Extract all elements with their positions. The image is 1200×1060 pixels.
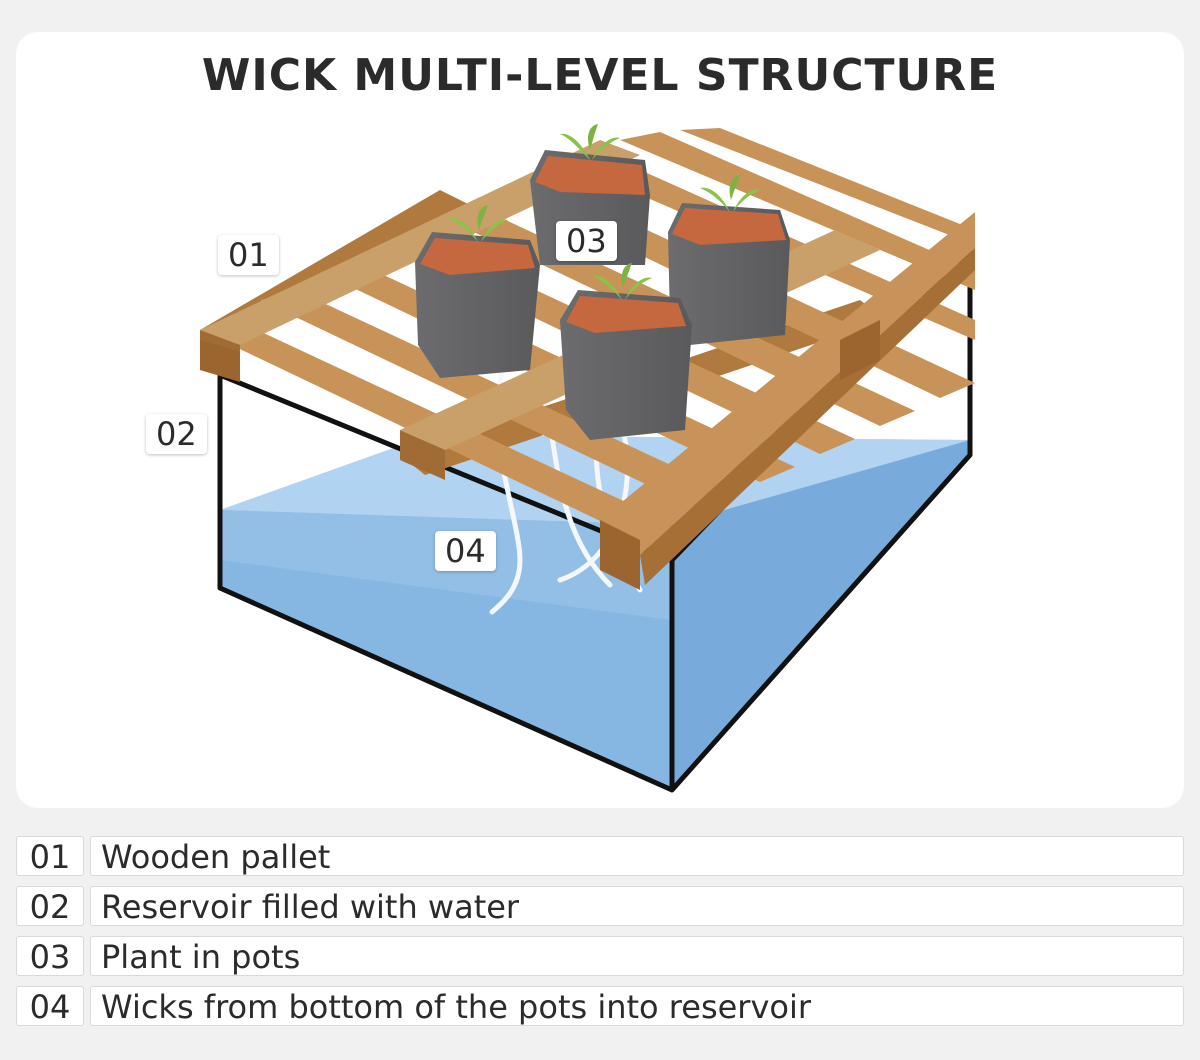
pot-front	[560, 263, 692, 440]
legend-description: Wooden pallet	[90, 836, 1184, 876]
legend-number: 03	[16, 936, 84, 976]
legend-description: Reservoir filled with water	[90, 886, 1184, 926]
plant-pots	[415, 124, 790, 440]
legend-item: 03 Plant in pots	[16, 936, 1184, 978]
legend-item: 02 Reservoir filled with water	[16, 886, 1184, 928]
legend-item: 04 Wicks from bottom of the pots into re…	[16, 986, 1184, 1028]
pot-left	[415, 205, 540, 378]
label-wicks: 04	[435, 531, 496, 571]
diagram-title: WICK MULTI-LEVEL STRUCTURE	[201, 50, 999, 101]
legend: 01 Wooden pallet 02 Reservoir filled wit…	[16, 836, 1184, 1036]
label-pots: 03	[556, 221, 617, 261]
legend-item: 01 Wooden pallet	[16, 836, 1184, 878]
legend-number: 04	[16, 986, 84, 1026]
legend-description: Wicks from bottom of the pots into reser…	[90, 986, 1184, 1026]
pot-right	[668, 175, 790, 345]
label-pallet: 01	[218, 235, 279, 275]
legend-number: 01	[16, 836, 84, 876]
wick-system-illustration	[200, 124, 975, 793]
label-reservoir: 02	[146, 414, 207, 454]
legend-number: 02	[16, 886, 84, 926]
legend-description: Plant in pots	[90, 936, 1184, 976]
